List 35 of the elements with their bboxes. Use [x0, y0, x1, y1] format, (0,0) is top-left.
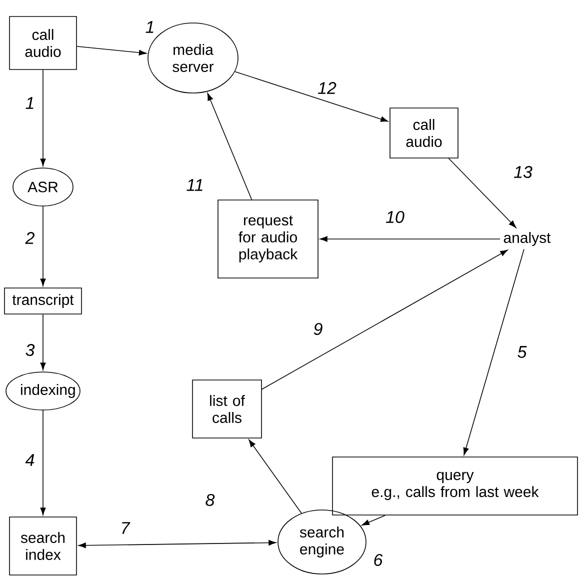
arrow: [248, 440, 302, 514]
edge-label: 6: [372, 552, 384, 567]
edge-label: 3: [24, 342, 36, 357]
process-box: list of calls: [192, 380, 262, 438]
process-box: query e.g., calls from last week: [332, 456, 578, 516]
edge-label: 1: [24, 96, 36, 110]
edge-label: 9: [312, 322, 324, 336]
actor-label: analyst: [504, 232, 551, 246]
arrow: [40, 410, 46, 516]
arrow: [448, 158, 516, 228]
edge-label: 11: [185, 178, 205, 192]
edge-label: 5: [516, 345, 528, 359]
arrow: [362, 515, 386, 526]
process-box: transcript: [4, 288, 82, 314]
process-box: call audio: [390, 108, 458, 158]
edge-label: 12: [316, 81, 338, 95]
arrow: [463, 248, 524, 456]
arrow: [320, 236, 500, 242]
arrow: [262, 250, 508, 390]
arrow: [76, 46, 147, 56]
arrow: [40, 70, 46, 166]
edge-label: 2: [24, 231, 36, 245]
process-box: call audio: [9, 16, 77, 70]
edge-label: 10: [384, 210, 406, 224]
process-box: search index: [9, 516, 77, 576]
arrow: [78, 540, 276, 548]
edge-label: 7: [119, 521, 131, 535]
arrow: [40, 314, 46, 370]
arrow: [207, 92, 252, 200]
arrow: [40, 206, 46, 286]
edge-label: 13: [512, 164, 534, 180]
process-box: request for audio playback: [218, 200, 318, 278]
edge-label: 4: [24, 453, 36, 467]
edge-label: 8: [204, 492, 216, 507]
arrow: [234, 71, 388, 122]
